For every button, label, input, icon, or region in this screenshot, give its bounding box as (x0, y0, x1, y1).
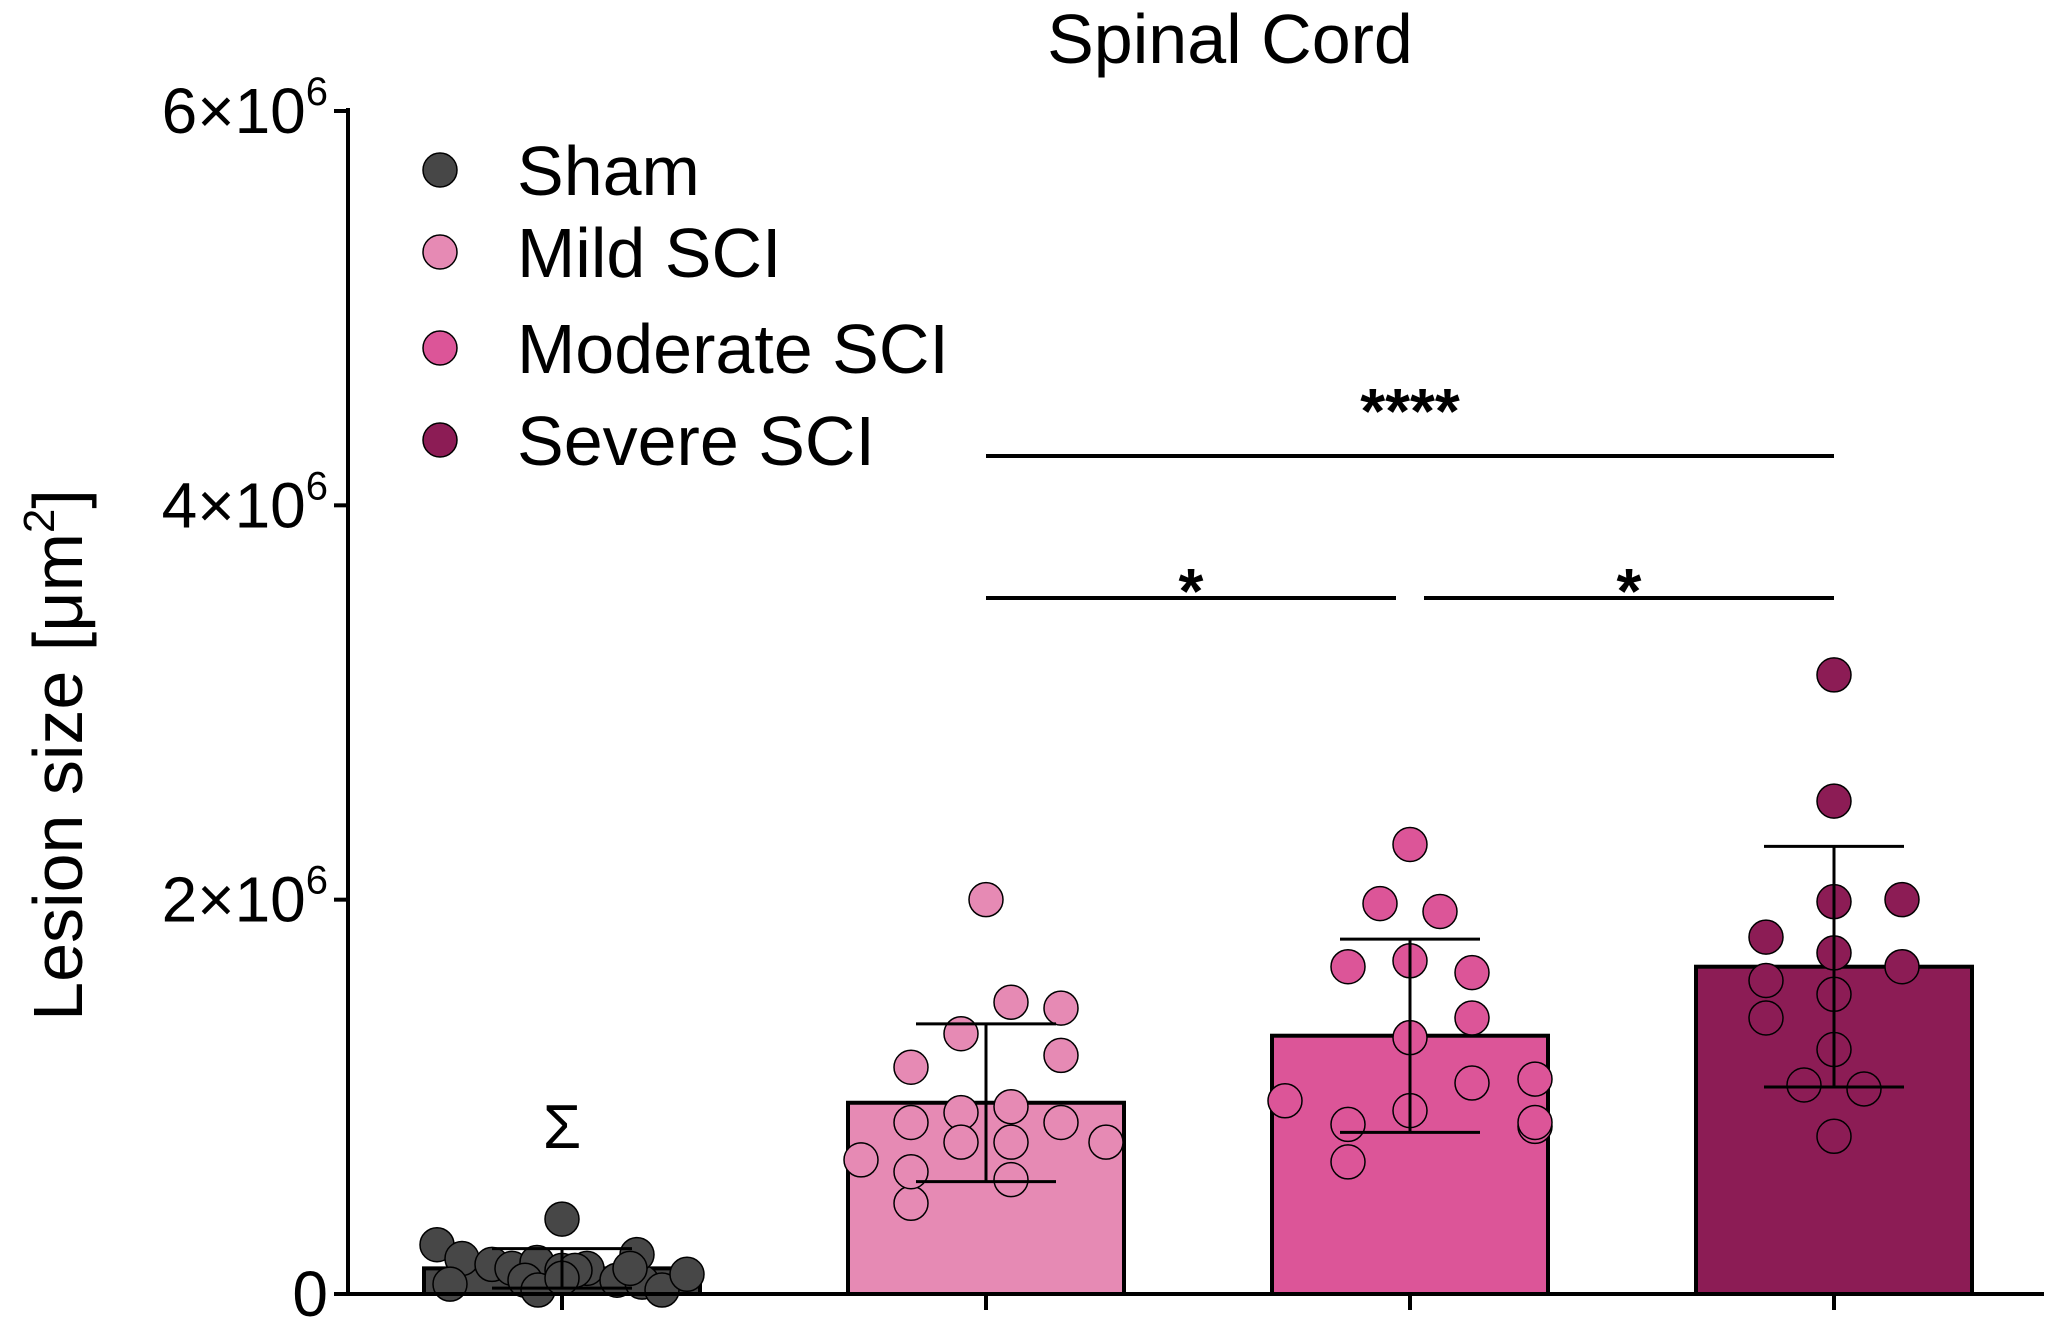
data-point (612, 1250, 648, 1287)
data-point (968, 881, 1004, 918)
data-point (1884, 881, 1920, 918)
data-point (1454, 1065, 1490, 1101)
legend-marker (422, 234, 458, 270)
data-point (1816, 783, 1852, 819)
data-point (893, 1185, 929, 1222)
significance-label: * (1179, 555, 1204, 627)
data-point (1517, 1104, 1553, 1141)
y-tick-label-base: 6×10 (162, 75, 306, 147)
data-point (893, 1104, 929, 1141)
legend-marker (422, 422, 458, 458)
data-point (943, 1124, 979, 1160)
data-point (1846, 1071, 1882, 1107)
y-tick-label: 4×106 (162, 464, 328, 541)
y-tick-label-base: 2×10 (162, 864, 306, 936)
y-tick-label-exponent: 6 (306, 859, 328, 903)
data-point (432, 1266, 468, 1302)
error-bar (492, 1247, 632, 1290)
data-point (1748, 919, 1784, 955)
data-point (1043, 1104, 1079, 1141)
data-point (1330, 1144, 1366, 1180)
data-point (1454, 954, 1490, 991)
data-point (1884, 948, 1920, 985)
y-tick-label: 6×106 (162, 70, 328, 147)
error-bar (916, 1022, 1056, 1184)
data-point (993, 1088, 1029, 1125)
data-point (1362, 885, 1398, 922)
y-tick-label-base: 4×10 (162, 469, 306, 541)
error-bar (1764, 844, 1904, 1089)
y-tick-label-base: 0 (292, 1258, 328, 1330)
legend-marker (422, 330, 458, 366)
y-axis-label-close: ] (19, 489, 97, 508)
chart-title: Spinal Cord (1047, 0, 1413, 78)
data-point (893, 1049, 929, 1086)
data-point (993, 1161, 1029, 1198)
data-point (1392, 826, 1428, 863)
data-point (1454, 1000, 1490, 1036)
legend-label: Sham (517, 132, 700, 210)
data-point (993, 984, 1029, 1020)
y-axis-label-sup: 2 (15, 509, 64, 533)
data-point (1816, 657, 1852, 693)
data-point (1748, 1000, 1784, 1036)
data-point (1267, 1083, 1303, 1119)
y-tick-label-exponent: 6 (306, 70, 328, 114)
y-tick-label-exponent: 6 (306, 464, 328, 508)
y-axis-label-main: Lesion size [μm (19, 533, 97, 1021)
legend-marker (422, 152, 458, 188)
legend-label: Mild SCI (517, 214, 781, 292)
data-point (943, 1015, 979, 1052)
data-point (1043, 990, 1079, 1026)
data-point (1422, 893, 1458, 930)
data-point (1330, 1106, 1366, 1143)
y-tick-label: 2×106 (162, 859, 328, 936)
data-point (669, 1256, 705, 1293)
significance-label: * (1617, 555, 1642, 627)
sham-marker: Σ (543, 1093, 581, 1162)
y-tick-label: 0 (292, 1258, 328, 1330)
legend-label: Severe SCI (517, 402, 875, 480)
data-point (544, 1201, 580, 1237)
data-point (1517, 1061, 1553, 1097)
data-point (1816, 1118, 1852, 1155)
legend-label: Moderate SCI (517, 310, 949, 388)
data-point (1748, 962, 1784, 999)
data-point (1330, 948, 1366, 985)
data-point (1043, 1037, 1079, 1074)
significance-label: **** (1360, 375, 1460, 447)
data-point (843, 1142, 879, 1178)
error-bar (1340, 937, 1480, 1134)
data-point (993, 1124, 1029, 1160)
y-axis-label: Lesion size [μm2] (15, 489, 97, 1021)
data-point (893, 1154, 929, 1190)
data-point (1088, 1124, 1124, 1160)
data-point (1786, 1067, 1822, 1103)
